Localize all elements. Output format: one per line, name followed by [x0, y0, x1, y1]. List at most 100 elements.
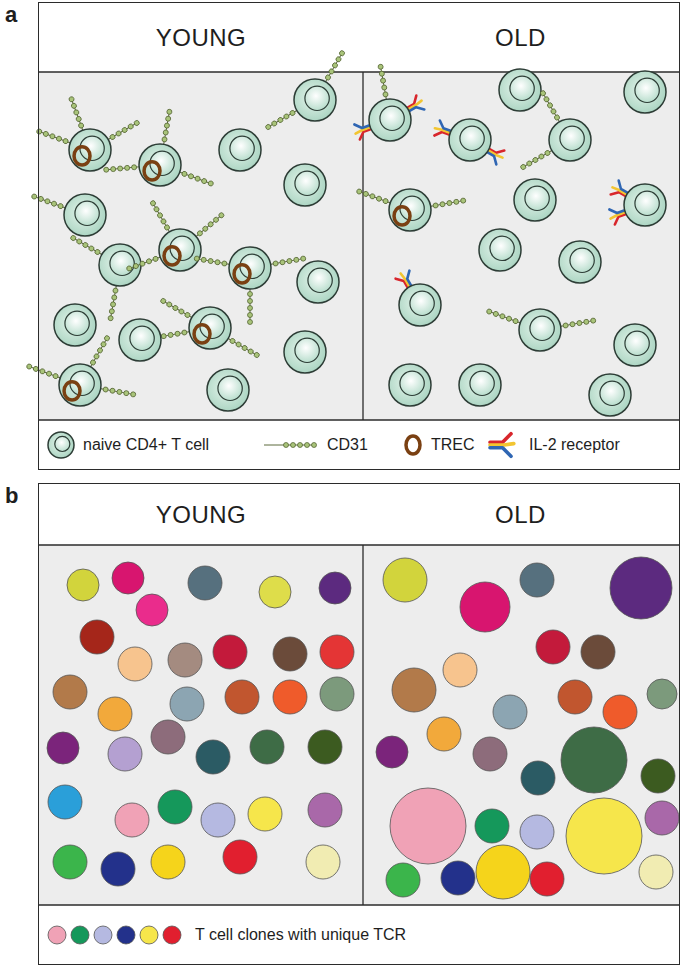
header-rule: [39, 544, 679, 545]
cd31-molecule: [26, 363, 62, 380]
cd31-bead: [208, 258, 214, 264]
cd31-bead: [286, 258, 292, 264]
cd31-molecule: [108, 284, 119, 321]
cd31-bead: [52, 373, 58, 379]
t-cell-clone: [473, 737, 507, 771]
cd31-bead: [94, 249, 101, 256]
cd31-bead: [146, 258, 152, 264]
cd31-bead: [39, 368, 45, 374]
cell-nucleus: [600, 381, 624, 405]
cd31-bead: [188, 173, 194, 179]
naive-cd4-t-cell: [48, 432, 74, 458]
naive-cd4-t-cell: [103, 109, 213, 187]
cd31-bead: [160, 218, 167, 225]
t-cell-clone: [259, 576, 291, 608]
t-cell-population: [26, 50, 666, 416]
cd31-bead: [150, 200, 157, 207]
legend-rule: [39, 904, 679, 905]
t-cell-clone: [168, 643, 202, 677]
cd31-bead: [88, 245, 95, 252]
t-cell-clone: [427, 717, 461, 751]
t-cell-clone: [115, 803, 149, 837]
cd31-bead: [520, 164, 527, 171]
t-cell-clone: [196, 740, 230, 774]
cd31-bead: [247, 348, 254, 355]
cd31-molecule: [150, 200, 173, 234]
cd31-molecule: [265, 108, 299, 131]
cd31-bead: [165, 116, 171, 122]
cd31-molecule: [160, 298, 194, 321]
trec-ring: [74, 147, 90, 165]
group-label: OLD: [495, 24, 546, 52]
cell-nucleus: [218, 376, 242, 400]
cd31-bead: [499, 313, 505, 319]
cd31-molecule: [540, 90, 563, 124]
cd31-bead: [208, 180, 214, 186]
cell-membrane: [207, 369, 249, 411]
cd31-stalk: [163, 301, 192, 318]
cell-slot: [265, 50, 346, 131]
t-cell-clone: [308, 793, 342, 827]
cell-slot: [607, 180, 666, 226]
legend-item: IL-2 receptor: [486, 429, 620, 461]
cd31-bead: [248, 299, 253, 304]
cell-nucleus: [230, 136, 254, 160]
t-cell-clone: [188, 566, 222, 600]
cd31-bead: [70, 235, 77, 242]
naive-cd4-t-cell: [432, 119, 506, 165]
cd31-bead: [109, 134, 116, 141]
cell-nucleus: [410, 291, 434, 315]
cell-slot: [284, 331, 326, 373]
cell-membrane: [389, 189, 431, 231]
cell-nucleus: [110, 251, 134, 275]
t-cell-clone: [67, 569, 99, 601]
cd31-bead: [76, 116, 82, 122]
cd31-bead: [241, 345, 248, 352]
t-cell-clone: [108, 737, 142, 771]
cd31-bead: [369, 193, 375, 199]
naive-cd4-t-cell: [54, 304, 96, 346]
t-cell-clone: [521, 761, 555, 795]
naive-cd4-t-cell: [624, 71, 666, 113]
cd31-bead: [82, 242, 89, 249]
cd31-bead: [547, 102, 554, 109]
cd31-bead: [298, 443, 303, 448]
t-cell-clone: [273, 680, 307, 714]
cell-slot: [520, 90, 591, 171]
cd31-bead: [110, 166, 115, 171]
cd31-bead: [168, 332, 174, 338]
cd31-bead: [332, 62, 339, 69]
cd31-bead: [31, 193, 37, 199]
t-cell-clone: [476, 845, 530, 899]
cell-nucleus: [380, 106, 404, 130]
column-divider: [362, 545, 363, 905]
t-cell-clone: [558, 680, 592, 714]
cell-membrane: [139, 144, 181, 186]
cd31-bead: [202, 225, 209, 232]
cell-membrane: [369, 99, 411, 141]
cd31-bead: [130, 391, 136, 397]
cd31-bead: [277, 117, 284, 124]
panel-letter: a: [5, 2, 17, 28]
naive-cd4-t-cell: [126, 200, 225, 272]
cd31-bead: [153, 206, 160, 213]
cell-membrane: [614, 324, 656, 366]
panel-ground: [39, 545, 679, 905]
cd31-bead: [62, 138, 68, 144]
cd31-bead: [376, 196, 382, 202]
t-cell-clone: [390, 788, 466, 864]
cell-slot: [395, 269, 441, 326]
naive-cd4-t-cell: [607, 180, 666, 226]
cd31-bead: [305, 443, 310, 448]
cd31-molecule: [88, 335, 111, 369]
cd31-molecule: [31, 193, 67, 210]
legend-label: T cell clones with unique TCR: [195, 926, 406, 944]
cell-nucleus: [635, 78, 659, 102]
header-rule: [39, 71, 679, 72]
cell-nucleus: [295, 171, 319, 195]
cell-slot: [499, 69, 541, 111]
cd31-molecule: [126, 254, 162, 271]
t-cell-clone: [443, 653, 477, 687]
t-cell-clone: [225, 680, 259, 714]
cd31-bead: [378, 64, 384, 70]
